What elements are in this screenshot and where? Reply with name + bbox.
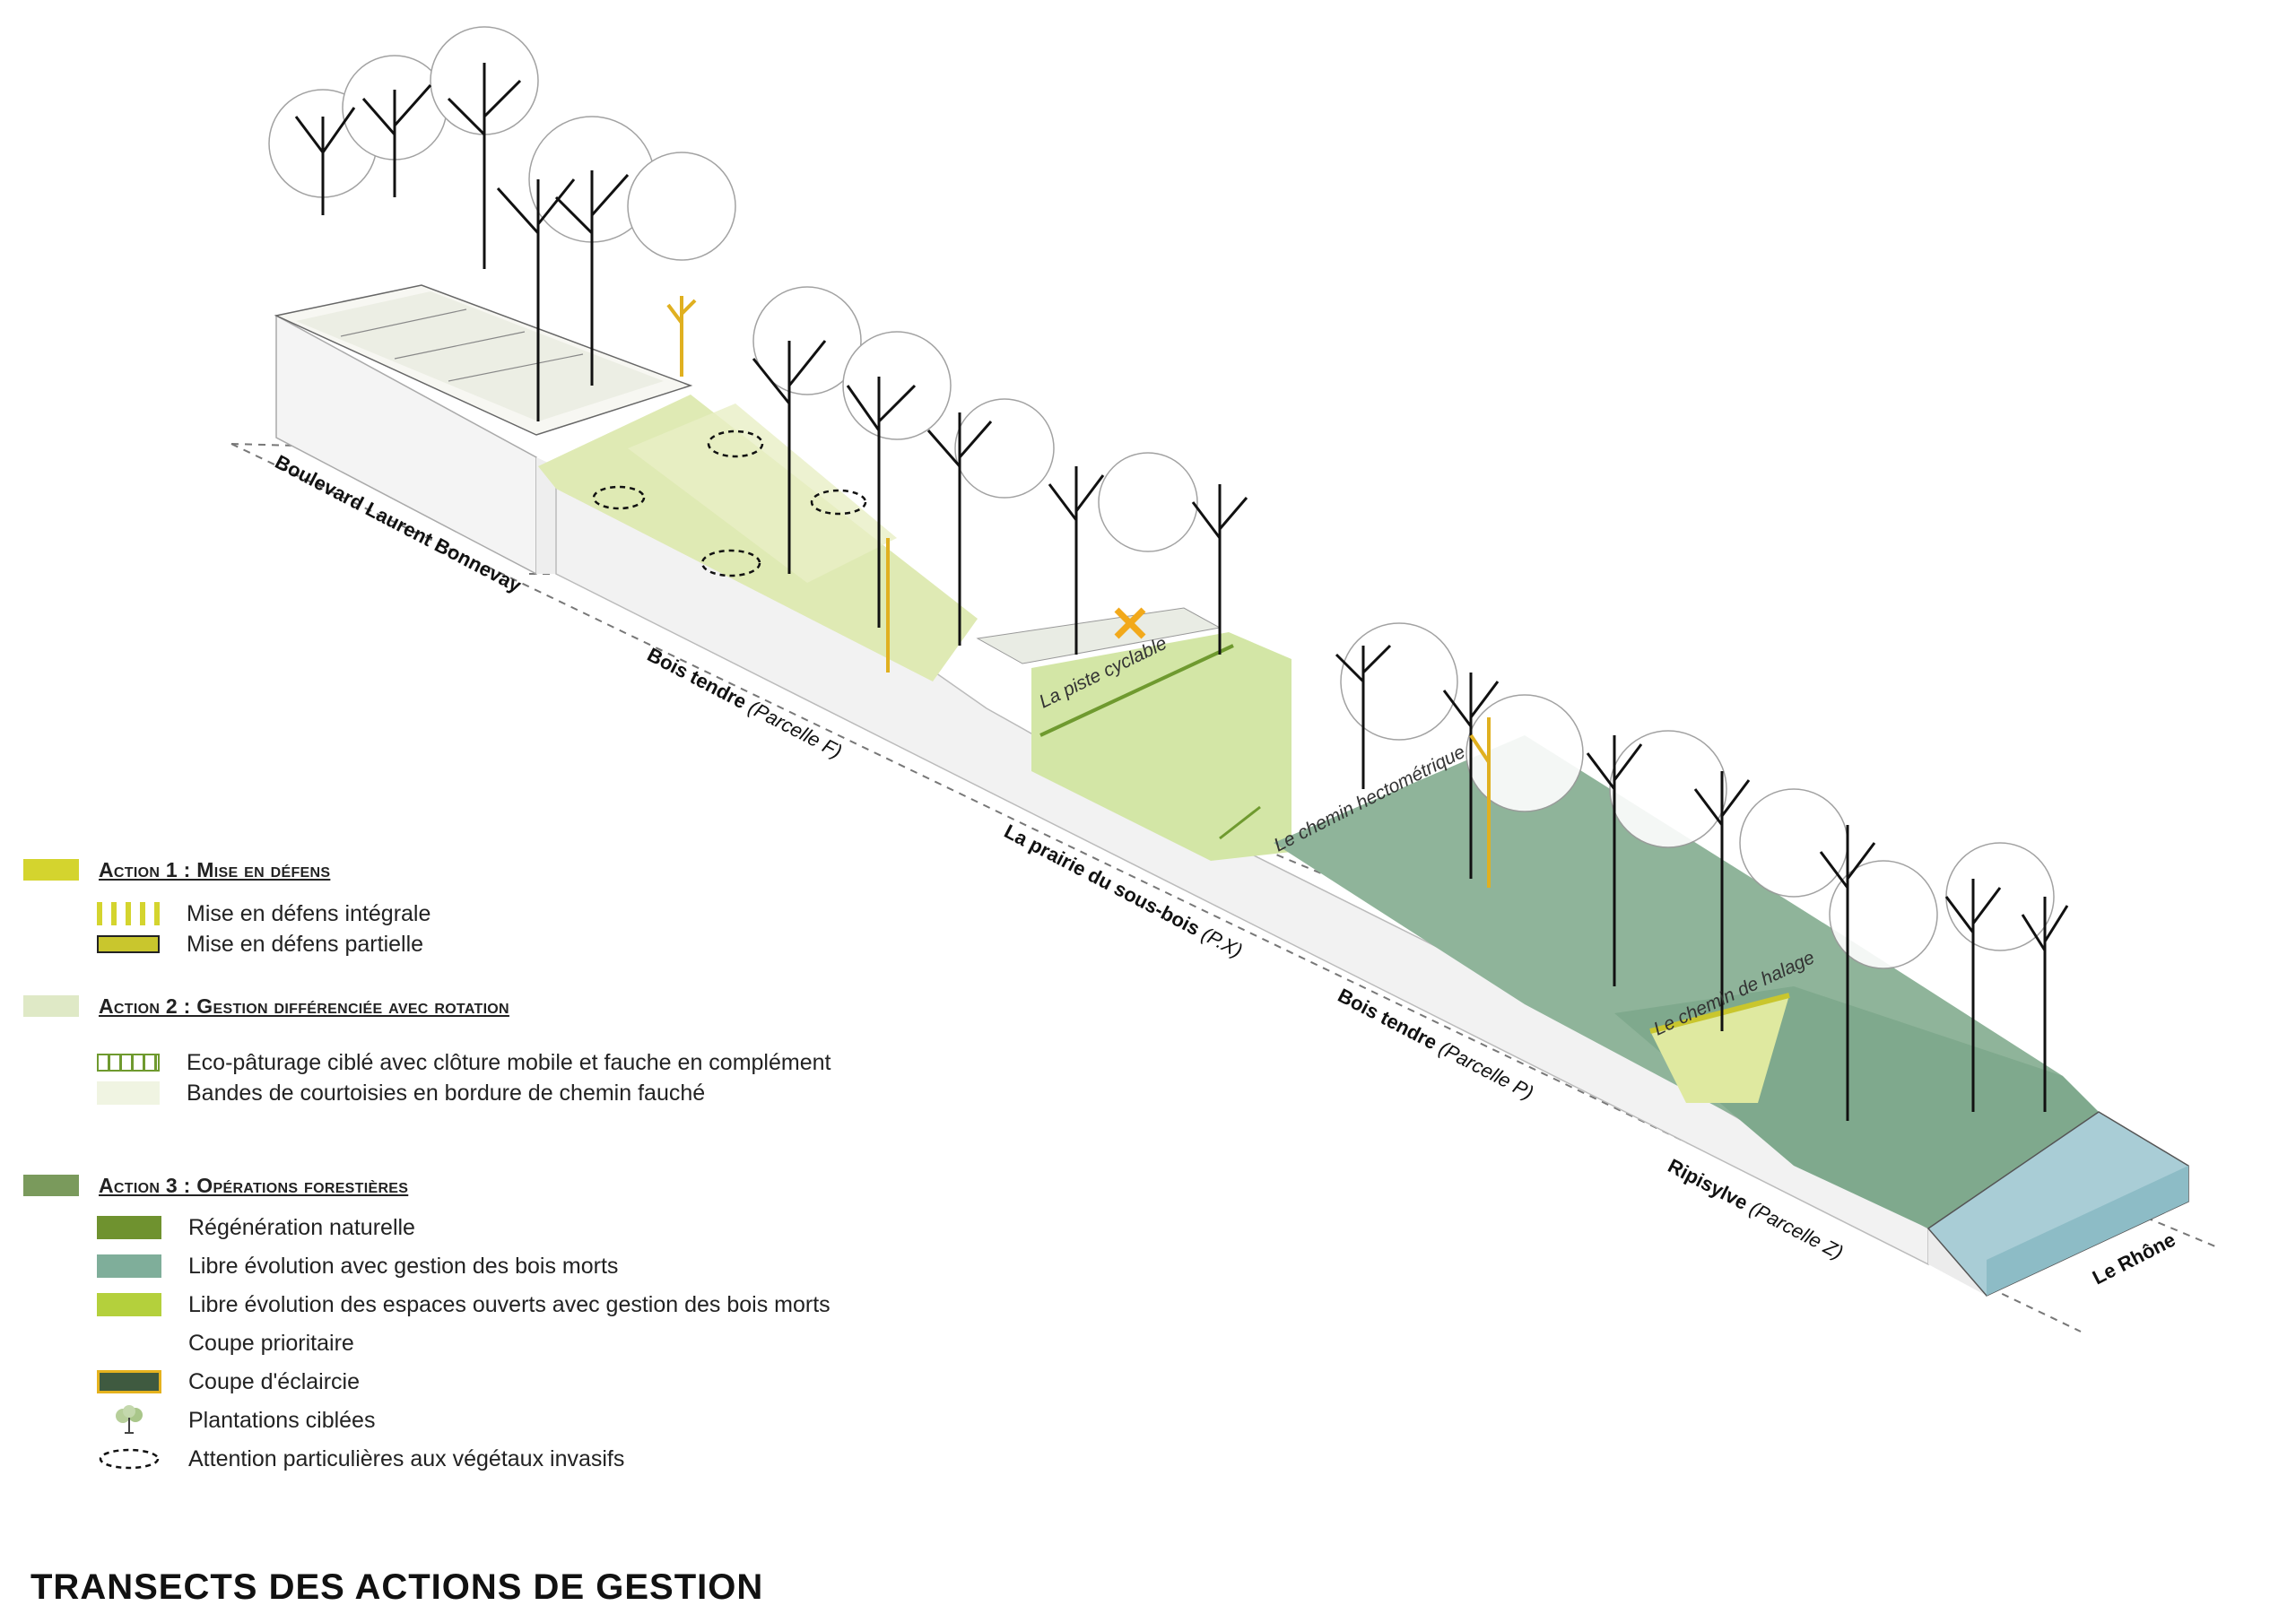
legend-label: Bandes de courtoisies en bordure de chem… bbox=[187, 1080, 706, 1106]
legend-swatch-libre-evolution bbox=[97, 1254, 161, 1278]
plant-icon bbox=[97, 1405, 161, 1434]
dashed-ellipse-icon bbox=[97, 1447, 161, 1471]
legend-label: Coupe prioritaire bbox=[188, 1330, 354, 1356]
legend-swatch-eco-paturage bbox=[97, 1054, 160, 1072]
legend-label: Attention particulières aux végétaux inv… bbox=[188, 1445, 625, 1471]
legend-label: Plantations ciblées bbox=[188, 1407, 376, 1433]
legend-swatch-coupe-prioritaire bbox=[97, 1332, 161, 1355]
boulevard-slab bbox=[274, 284, 693, 436]
legend-item: Bandes de courtoisies en bordure de chem… bbox=[97, 1077, 705, 1109]
invasive-watch-circles bbox=[592, 430, 867, 577]
legend-action2: Action 2 : Gestion différenciée avec rot… bbox=[23, 993, 509, 1020]
legend-item: Plantations ciblées bbox=[97, 1404, 375, 1436]
legend-action3: Action 3 : Opérations forestières bbox=[23, 1172, 408, 1199]
legend-label: Libre évolution des espaces ouverts avec… bbox=[188, 1291, 831, 1317]
legend-swatch-espaces-ouverts bbox=[97, 1293, 161, 1316]
legend-action1: Action 1 : Mise en défens bbox=[23, 856, 330, 883]
legend-label: Eco-pâturage ciblé avec clôture mobile e… bbox=[187, 1049, 831, 1075]
legend-item: Coupe prioritaire bbox=[97, 1327, 354, 1359]
legend-swatch-coupe-eclaircie bbox=[97, 1370, 161, 1393]
trees bbox=[268, 26, 2069, 1121]
legend-item: Coupe d'éclaircie bbox=[97, 1366, 360, 1398]
legend-item: Eco-pâturage ciblé avec clôture mobile e… bbox=[97, 1046, 831, 1079]
legend-item: Régénération naturelle bbox=[97, 1211, 415, 1244]
legend-item: Mise en défens partielle bbox=[97, 928, 423, 960]
legend-label: Coupe d'éclaircie bbox=[188, 1368, 360, 1394]
legend-action2-swatch bbox=[23, 995, 79, 1017]
legend-item: Libre évolution des espaces ouverts avec… bbox=[97, 1289, 831, 1321]
legend-item: Attention particulières aux végétaux inv… bbox=[97, 1443, 624, 1475]
legend-item: Mise en défens intégrale bbox=[97, 898, 430, 930]
legend-action2-title: Action 2 : Gestion différenciée avec rot… bbox=[99, 994, 509, 1018]
priority-cut-marker bbox=[1114, 607, 1146, 639]
zone-prairie bbox=[1031, 632, 1292, 861]
legend-label: Mise en défens partielle bbox=[187, 931, 424, 957]
highlighted-trees bbox=[666, 296, 1491, 888]
legend-action1-title: Action 1 : Mise en défens bbox=[99, 857, 331, 881]
zone-rhone bbox=[1926, 1111, 2189, 1297]
legend-action3-swatch bbox=[23, 1175, 79, 1196]
legend-action3-title: Action 3 : Opérations forestières bbox=[99, 1173, 409, 1197]
legend-item: Libre évolution avec gestion des bois mo… bbox=[97, 1250, 618, 1282]
legend-action1-swatch bbox=[23, 859, 79, 881]
legend-swatch-regeneration bbox=[97, 1216, 161, 1239]
legend-label: Libre évolution avec gestion des bois mo… bbox=[188, 1253, 619, 1279]
legend-swatch-bandes-courtoisie bbox=[97, 1081, 160, 1105]
legend-swatch-defens-partielle bbox=[97, 935, 160, 953]
legend-swatch-defens-integrale bbox=[97, 902, 160, 925]
legend-label: Mise en défens intégrale bbox=[187, 900, 431, 926]
legend-label: Régénération naturelle bbox=[188, 1214, 415, 1240]
page-title: TRANSECTS DES ACTIONS DE GESTION bbox=[30, 1567, 764, 1607]
zone-ripisylve bbox=[1614, 986, 2099, 1228]
zone-bois-tendre-f bbox=[538, 395, 978, 681]
